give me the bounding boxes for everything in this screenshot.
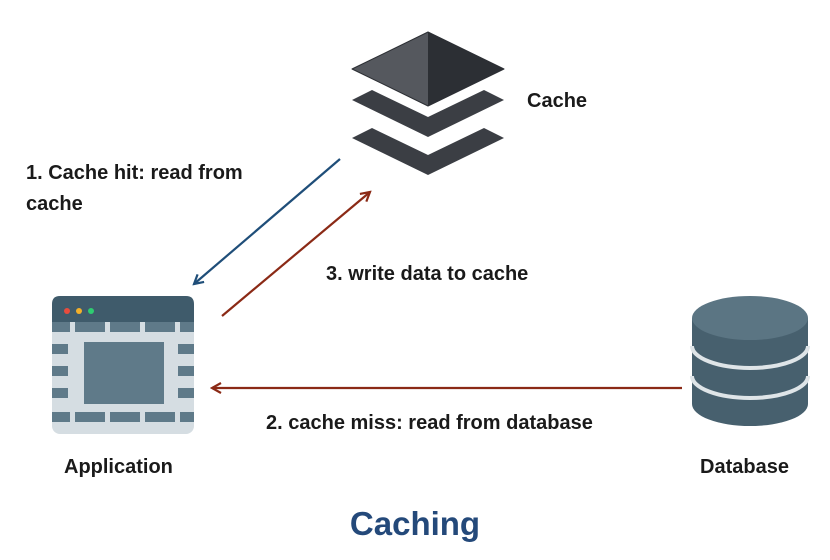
cache-label: Cache <box>527 90 588 112</box>
cache-hit-arrow <box>194 158 341 284</box>
stacked-layers-icon <box>351 31 505 175</box>
database-cylinder-icon <box>690 296 810 426</box>
browser-window-icon <box>52 296 194 434</box>
write-cache-label: 3. write data to cache <box>326 263 529 285</box>
database-label: Database <box>700 456 789 478</box>
application-label: Application <box>64 456 173 478</box>
diagram-title: Caching <box>349 505 481 542</box>
cache-miss-label: 2. cache miss: read from database <box>266 412 593 434</box>
cache-hit-label: 1. Cache hit: read from cache <box>26 162 243 215</box>
write-cache-arrow <box>221 192 370 317</box>
